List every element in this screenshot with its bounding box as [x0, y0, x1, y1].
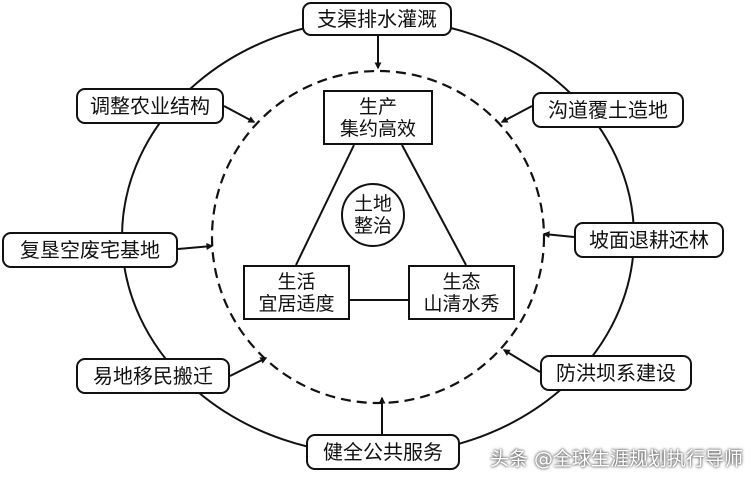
watermark: 头条 @全球生涯规划执行导师 — [490, 448, 744, 470]
arrow-lower-left — [229, 357, 268, 377]
arrow-right — [542, 231, 575, 239]
core-living: 生活 宜居适度 — [243, 265, 350, 320]
core-ecology-line1: 生态 — [442, 270, 481, 293]
measure-left: 复垦空废宅基地 — [2, 232, 178, 268]
measure-top: 支渠排水灌溉 — [302, 2, 452, 36]
core-production-line2: 集约高效 — [339, 117, 416, 140]
core-living-line1: 生活 — [277, 270, 316, 293]
core-production: 生产 集约高效 — [323, 90, 433, 145]
core-living-line2: 宜居适度 — [258, 292, 335, 315]
measure-lower-left: 易地移民搬迁 — [76, 358, 230, 394]
arrow-upper-right — [500, 105, 533, 123]
measure-upper-right: 沟道覆土造地 — [532, 92, 684, 128]
measure-right: 坡面退耕还林 — [574, 222, 724, 258]
measure-upper-left: 调整农业结构 — [76, 88, 224, 124]
measure-bottom: 健全公共服务 — [306, 434, 460, 470]
core-production-line1: 生产 — [358, 95, 397, 118]
arrow-upper-left — [223, 105, 256, 123]
center-land-consolidation: 土地 整治 — [341, 183, 405, 247]
center-line1: 土地 — [353, 193, 392, 215]
measure-lower-right: 防洪坝系建设 — [540, 355, 692, 391]
arrow-lower-right — [502, 349, 541, 373]
core-ecology-line2: 山清水秀 — [423, 292, 500, 315]
edge-top-right — [401, 144, 467, 266]
edge-top-left — [295, 144, 355, 266]
arrow-left — [177, 243, 214, 250]
core-ecology: 生态 山清水秀 — [408, 265, 515, 320]
center-line2: 整治 — [353, 215, 392, 237]
